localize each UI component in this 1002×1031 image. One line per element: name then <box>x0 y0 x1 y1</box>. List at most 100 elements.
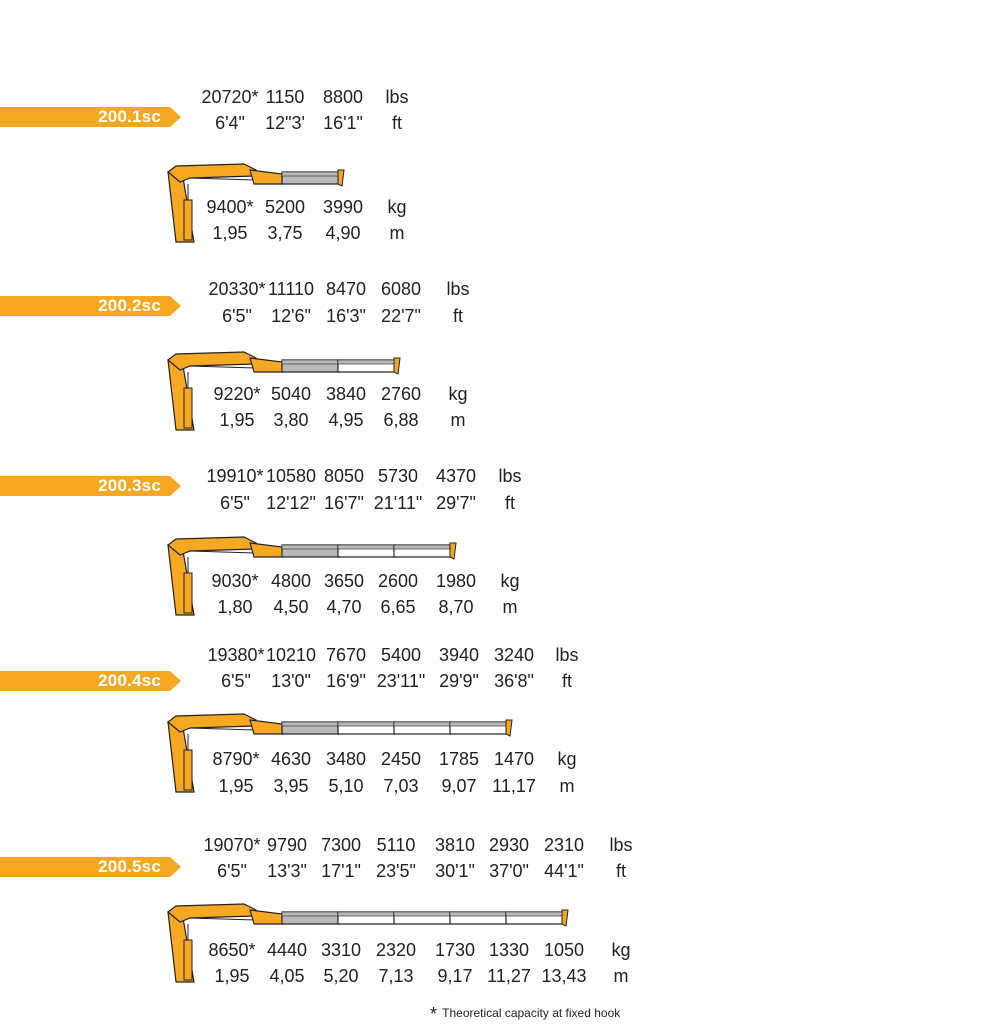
metric-capacity-value: 3990 <box>322 197 364 217</box>
footnote-symbol: * <box>430 1004 438 1024</box>
metric-capacity-value: 4630 <box>270 749 312 769</box>
imperial-capacity-value: 5110 <box>376 835 416 855</box>
imperial-capacity-value: 8050 <box>323 466 365 486</box>
imperial-capacity-value: 5730 <box>377 466 419 486</box>
metric-capacity-value: 2320 <box>375 940 417 960</box>
metric-capacity-value: 4800 <box>270 571 312 591</box>
imperial-reach-value: 44'1" <box>544 861 584 881</box>
unit-label-m: m <box>389 223 405 243</box>
imperial-reach-value: 22'7" <box>381 306 421 326</box>
metric-reach-value: 9,07 <box>441 776 477 796</box>
imperial-reach-value: 12'12" <box>266 493 316 513</box>
boom-tip <box>337 169 345 187</box>
imperial-capacity-value: 8470 <box>325 279 367 299</box>
unit-label-m: m <box>559 776 575 796</box>
column-cylinder <box>183 749 193 791</box>
imperial-capacity-value: 20330* <box>208 279 266 299</box>
metric-reach-value: 1,95 <box>218 776 254 796</box>
metric-capacity-value: 1330 <box>488 940 530 960</box>
boom-cylinder <box>189 177 257 181</box>
metric-capacity-value: 3310 <box>320 940 362 960</box>
unit-label-ft: ft <box>561 671 572 691</box>
model-name: 200.1sc <box>98 107 161 126</box>
footnote: * Theoretical capacity at fixed hook <box>430 1004 620 1025</box>
metric-capacity-value: 2600 <box>377 571 419 591</box>
imperial-capacity-value: 4370 <box>435 466 477 486</box>
imperial-reach-value: 16'9" <box>326 671 366 691</box>
imperial-reach-value: 30'1" <box>435 861 475 881</box>
metric-capacity-value: 1050 <box>543 940 585 960</box>
boom-tip <box>505 719 513 737</box>
imperial-reach-value: 6'5" <box>222 306 252 326</box>
imperial-capacity-value: 9790 <box>266 835 308 855</box>
metric-capacity-value: 1785 <box>438 749 480 769</box>
metric-capacity-value: 5040 <box>270 384 312 404</box>
unit-label-ft: ft <box>391 113 402 133</box>
footnote-text: Theoretical capacity at fixed hook <box>442 1006 621 1020</box>
imperial-capacity-value: 7300 <box>320 835 362 855</box>
model-tag-shape <box>0 476 181 496</box>
unit-label-kg: kg <box>448 384 468 404</box>
metric-capacity-value: 4440 <box>266 940 308 960</box>
metric-capacity-value: 2450 <box>380 749 422 769</box>
metric-capacity-value: 1980 <box>435 571 477 591</box>
imperial-capacity-value: 19910* <box>206 466 264 486</box>
metric-reach-value: 1,95 <box>212 223 248 243</box>
imperial-reach-value: 23'5" <box>376 861 416 881</box>
imperial-capacity-value: 2310 <box>543 835 585 855</box>
metric-reach-value: 1,95 <box>214 966 250 986</box>
model-name: 200.2sc <box>98 296 161 315</box>
imperial-capacity-value: 20720* <box>201 87 259 107</box>
outer-boom <box>249 909 285 925</box>
model-name: 200.3sc <box>98 476 161 495</box>
imperial-reach-value: 23'11" <box>376 671 426 691</box>
unit-label-ft: ft <box>504 493 515 513</box>
metric-reach-value: 4,50 <box>273 597 309 617</box>
metric-capacity-value: 3840 <box>325 384 367 404</box>
imperial-reach-value: 12'6" <box>271 306 311 326</box>
boom-cylinder <box>189 365 257 369</box>
imperial-reach-value: 29'7" <box>436 493 476 513</box>
extension-top <box>449 911 509 917</box>
boom-cylinder <box>189 917 257 921</box>
unit-label-m: m <box>613 966 629 986</box>
metric-reach-value: 3,95 <box>273 776 309 796</box>
imperial-capacity-value: 5400 <box>380 645 422 665</box>
metric-reach-value: 13,43 <box>541 966 587 986</box>
metric-capacity-value: 3650 <box>323 571 365 591</box>
boom-tip <box>393 357 401 375</box>
metric-capacity-value: 9030* <box>211 571 259 591</box>
metric-reach-value: 11,17 <box>492 776 536 796</box>
outer-boom <box>249 542 285 558</box>
extension-top <box>281 359 341 365</box>
model-name: 200.4sc <box>98 671 161 690</box>
extension-top <box>281 721 341 727</box>
metric-reach-value: 4,90 <box>325 223 361 243</box>
unit-label-kg: kg <box>500 571 520 591</box>
unit-label-kg: kg <box>611 940 631 960</box>
imperial-reach-value: 6'5" <box>217 861 247 881</box>
imperial-reach-value: 12"3' <box>265 113 305 133</box>
metric-reach-value: 1,80 <box>217 597 253 617</box>
imperial-reach-value: 13'0" <box>271 671 311 691</box>
imperial-capacity-value: 2930 <box>488 835 530 855</box>
column-cylinder <box>183 572 193 614</box>
crane-svg <box>167 536 457 616</box>
crane-svg <box>167 713 513 793</box>
metric-reach-value: 4,70 <box>326 597 362 617</box>
metric-capacity-value: 2760 <box>380 384 422 404</box>
imperial-reach-value: 6'5" <box>220 493 250 513</box>
crane-svg <box>167 163 345 243</box>
imperial-reach-value: 36'8" <box>494 671 534 691</box>
unit-label-m: m <box>450 410 466 430</box>
boom-tip <box>561 909 569 927</box>
imperial-capacity-value: 3240 <box>493 645 535 665</box>
model-tag: 200.1sc <box>0 107 181 127</box>
extension-top <box>337 544 397 550</box>
imperial-reach-value: 16'7" <box>324 493 364 513</box>
imperial-reach-value: 17'1" <box>321 861 361 881</box>
model-tag: 200.5sc <box>0 857 181 877</box>
